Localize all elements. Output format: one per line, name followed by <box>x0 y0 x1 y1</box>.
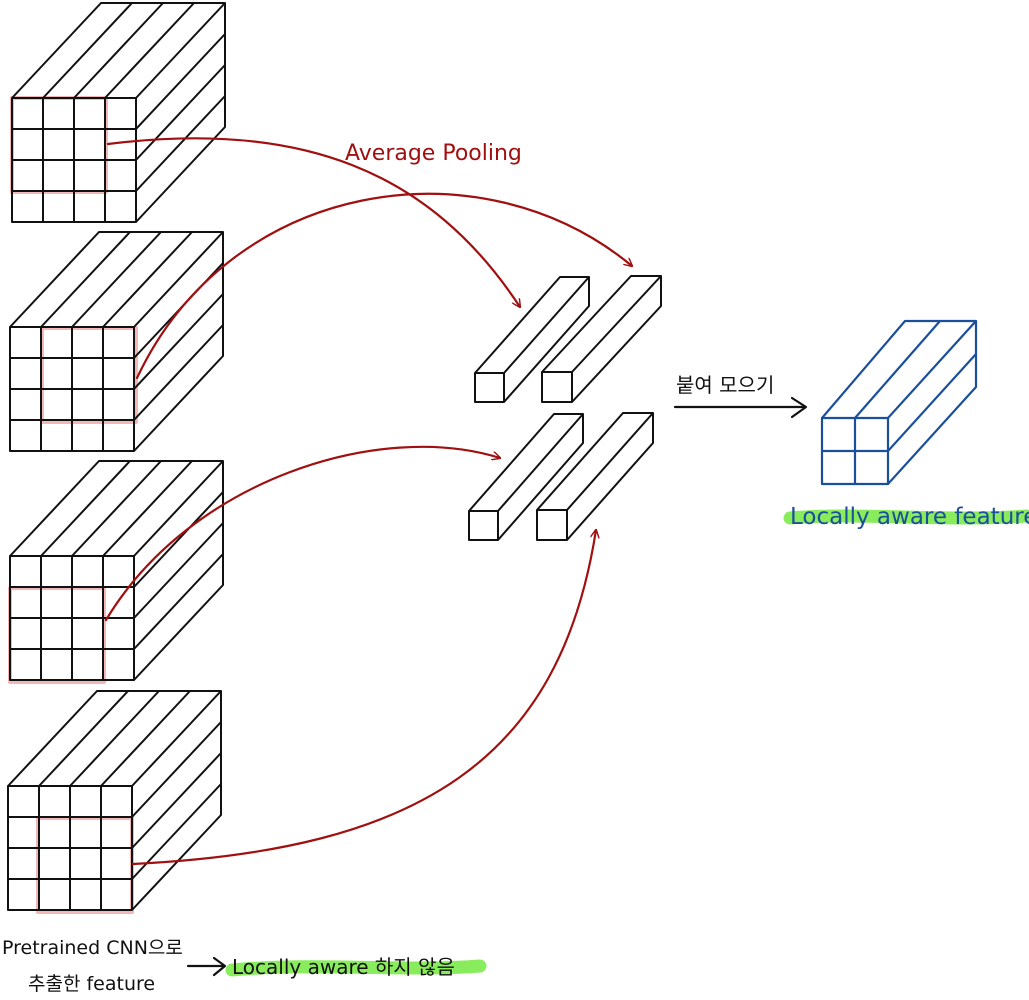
pooling-arrows <box>104 137 632 866</box>
marker-highlight-output <box>783 509 1029 525</box>
pooled-vector-2 <box>541 275 662 403</box>
pool-region-4 <box>36 816 134 914</box>
pooled-vector-3 <box>468 413 584 541</box>
locally-aware-cube <box>820 319 978 486</box>
feature-map-4 <box>7 690 222 914</box>
feature-map-1 <box>10 2 226 223</box>
pooling-arrow-3 <box>104 445 500 622</box>
not-locally-aware-label: Locally aware 하지 않음 <box>232 955 455 979</box>
feature-map-3 <box>8 460 224 684</box>
locally-aware-feature-label: Locally aware feature <box>790 504 1029 530</box>
concat-label: 붙여 모으기 <box>676 373 774 397</box>
pretrained-label-line2: 추출한 feature <box>28 973 155 995</box>
pooling-arrow-1 <box>106 137 520 307</box>
pooling-arrow-2 <box>135 192 632 380</box>
marker-highlight-input <box>225 959 487 977</box>
bottom-arrow <box>186 956 227 977</box>
concat-arrow <box>673 396 808 419</box>
pooled-vector-4 <box>536 412 654 541</box>
pool-region-2 <box>40 326 138 424</box>
pretrained-label-line1: Pretrained CNN으로 <box>2 937 183 959</box>
average-pooling-label: Average Pooling <box>345 141 522 166</box>
pool-region-3 <box>8 586 106 684</box>
pooled-vector-1 <box>474 276 590 403</box>
pooling-arrow-4 <box>131 530 596 866</box>
pool-region-1 <box>10 96 108 194</box>
feature-map-2 <box>9 231 224 452</box>
